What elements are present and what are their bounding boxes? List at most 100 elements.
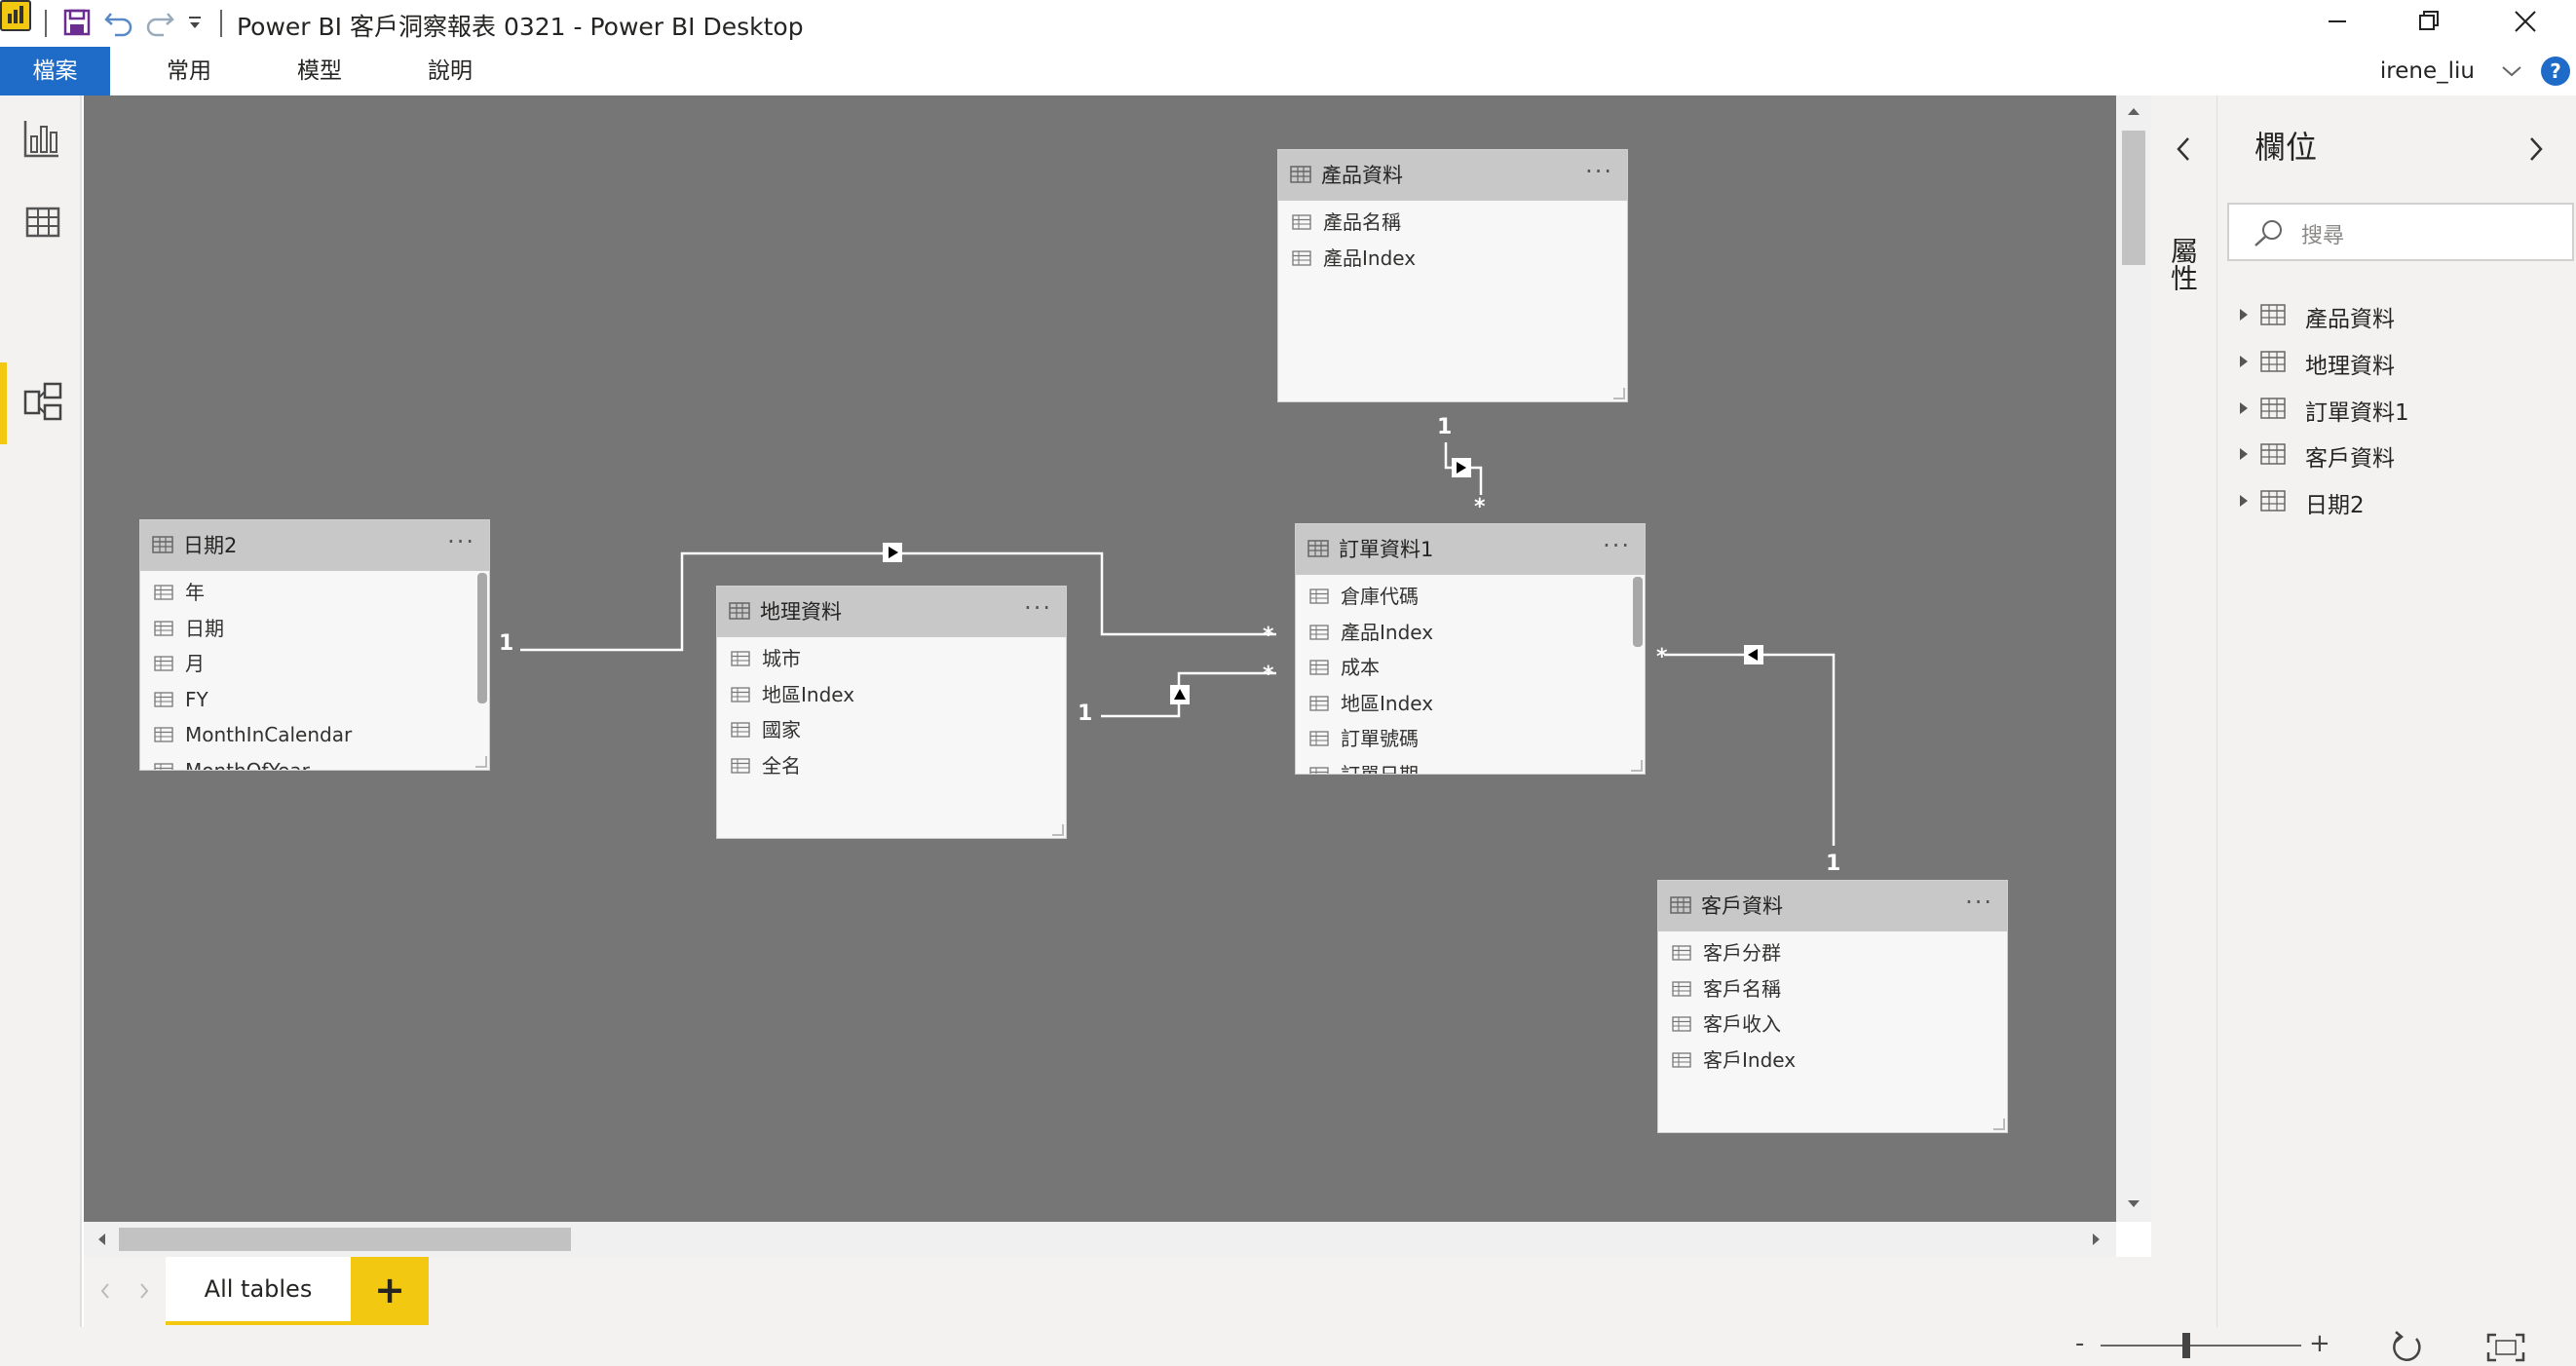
undo-icon[interactable]: [103, 8, 134, 37]
menu-file[interactable]: 檔案: [0, 47, 110, 95]
canvas-horizontal-scrollbar[interactable]: [84, 1222, 2116, 1257]
restore-button[interactable]: [2385, 0, 2473, 47]
vertical-scroll-thumb[interactable]: [2122, 131, 2145, 265]
field-item[interactable]: 成本: [1296, 650, 1631, 686]
customize-quick-access-icon[interactable]: [187, 14, 203, 33]
reset-layout-icon[interactable]: [2387, 1331, 2428, 1364]
close-button[interactable]: [2481, 0, 2568, 47]
table-header[interactable]: 地理資料 ···: [717, 587, 1066, 637]
menu-home[interactable]: 常用: [167, 58, 211, 84]
help-icon[interactable]: ?: [2541, 57, 2570, 86]
minimize-button[interactable]: [2292, 0, 2379, 47]
properties-pane-collapsed[interactable]: 屬性: [2151, 95, 2217, 1327]
field-item[interactable]: 客戶名稱: [1658, 971, 2007, 1007]
table-card-geo[interactable]: 地理資料 ··· 城市 地區Index 國家 全名: [717, 587, 1066, 838]
model-canvas[interactable]: 1 * 1 * 1 * * 1 產品資料 ··· 產品名稱 產品Index 日期…: [84, 95, 2116, 1222]
expand-arrow-icon[interactable]: [2237, 353, 2251, 370]
field-item[interactable]: 全名: [717, 748, 1066, 784]
table-header[interactable]: 客戶資料 ···: [1658, 881, 2007, 931]
scroll-up-icon[interactable]: [2126, 105, 2141, 117]
chevron-right-icon[interactable]: [2525, 134, 2547, 164]
table-card-customer[interactable]: 客戶資料 ··· 客戶分群 客戶名稱 客戶收入 客戶Index: [1658, 881, 2007, 1132]
zoom-slider-thumb[interactable]: [2182, 1333, 2190, 1358]
table-scrollbar[interactable]: [1633, 577, 1643, 647]
field-item[interactable]: 年: [140, 575, 475, 611]
table-scrollbar[interactable]: [477, 573, 487, 703]
data-view-button[interactable]: [0, 181, 82, 263]
field-tree-item[interactable]: 產品資料: [2237, 292, 2568, 337]
more-options-icon[interactable]: ···: [1024, 594, 1052, 622]
scroll-left-icon[interactable]: [95, 1232, 107, 1247]
scroll-right-icon[interactable]: [2091, 1232, 2102, 1247]
redo-icon[interactable]: [144, 8, 175, 37]
search-input[interactable]: 搜尋: [2227, 203, 2574, 261]
expand-arrow-icon[interactable]: [2237, 399, 2251, 417]
table-icon: [729, 602, 750, 620]
field-item[interactable]: MonthOfYear: [140, 753, 475, 770]
more-options-icon[interactable]: ···: [1603, 532, 1631, 559]
menu-modeling[interactable]: 模型: [297, 58, 342, 84]
resize-handle[interactable]: [1993, 1119, 2005, 1130]
chevron-left-icon[interactable]: [2173, 134, 2194, 164]
column-icon: [1292, 249, 1311, 266]
model-view-button[interactable]: [0, 362, 82, 444]
save-icon[interactable]: [62, 8, 92, 37]
expand-arrow-icon[interactable]: [2237, 306, 2251, 323]
field-item[interactable]: 訂單日期: [1296, 757, 1631, 774]
expand-arrow-icon[interactable]: [2237, 492, 2251, 510]
user-name[interactable]: irene_liu: [2379, 58, 2475, 84]
zoom-in-button[interactable]: +: [2309, 1329, 2330, 1358]
field-item[interactable]: 客戶收入: [1658, 1006, 2007, 1043]
cardinality-one: 1: [1437, 415, 1453, 439]
field-tree-item[interactable]: 日期2: [2237, 478, 2568, 523]
relationship-line-customer-orders[interactable]: [1664, 653, 1836, 846]
properties-pane-label[interactable]: 屬性: [2167, 237, 2199, 291]
field-item[interactable]: 客戶Index: [1658, 1043, 2007, 1079]
field-tree-item[interactable]: 地理資料: [2237, 339, 2568, 384]
field-item[interactable]: 日期: [140, 611, 475, 647]
add-layout-button[interactable]: +: [351, 1257, 429, 1325]
tab-scroll-left-icon[interactable]: [99, 1282, 111, 1300]
menu-help[interactable]: 說明: [428, 58, 473, 84]
horizontal-scroll-thumb[interactable]: [119, 1228, 571, 1251]
report-view-button[interactable]: [0, 95, 82, 177]
field-item[interactable]: 產品名稱: [1278, 205, 1627, 241]
more-options-icon[interactable]: ···: [447, 528, 475, 555]
resize-handle[interactable]: [1052, 824, 1064, 836]
tab-all-tables[interactable]: All tables: [166, 1257, 351, 1325]
table-header[interactable]: 產品資料 ···: [1278, 150, 1627, 201]
field-item[interactable]: MonthInCalendar: [140, 717, 475, 753]
field-item[interactable]: 產品Index: [1278, 241, 1627, 277]
more-options-icon[interactable]: ···: [1585, 158, 1613, 185]
expand-arrow-icon[interactable]: [2237, 445, 2251, 463]
resize-handle[interactable]: [475, 756, 487, 768]
zoom-slider-track[interactable]: [2101, 1345, 2301, 1347]
chevron-down-icon[interactable]: [2500, 62, 2523, 80]
table-header[interactable]: 訂單資料1 ···: [1296, 524, 1645, 575]
table-card-product[interactable]: 產品資料 ··· 產品名稱 產品Index: [1278, 150, 1627, 401]
field-item[interactable]: 訂單號碼: [1296, 721, 1631, 757]
fit-to-screen-icon[interactable]: [2486, 1333, 2525, 1362]
resize-handle[interactable]: [1613, 388, 1625, 399]
field-item[interactable]: 國家: [717, 712, 1066, 748]
field-item[interactable]: 地區Index: [1296, 686, 1631, 722]
field-item[interactable]: 客戶分群: [1658, 935, 2007, 971]
canvas-vertical-scrollbar[interactable]: [2116, 95, 2151, 1222]
field-item[interactable]: 地區Index: [717, 677, 1066, 713]
field-tree-item[interactable]: 訂單資料1: [2237, 386, 2568, 431]
field-item[interactable]: 產品Index: [1296, 615, 1631, 651]
scroll-down-icon[interactable]: [2126, 1198, 2141, 1210]
zoom-out-button[interactable]: -: [2075, 1329, 2085, 1358]
table-header[interactable]: 日期2 ···: [140, 520, 489, 571]
field-item[interactable]: 倉庫代碼: [1296, 579, 1631, 615]
resize-handle[interactable]: [1631, 760, 1643, 772]
tab-scroll-right-icon[interactable]: [138, 1282, 150, 1300]
field-item[interactable]: FY: [140, 682, 475, 718]
table-card-orders[interactable]: 訂單資料1 ··· 倉庫代碼 產品Index 成本 地區Index 訂單號碼 訂…: [1296, 524, 1645, 774]
field-item[interactable]: 月: [140, 646, 475, 682]
field-tree-item[interactable]: 客戶資料: [2237, 432, 2568, 476]
table-card-date[interactable]: 日期2 ··· 年 日期 月 FY MonthInCalendar MonthO…: [140, 520, 489, 770]
field-item[interactable]: 城市: [717, 641, 1066, 677]
table-icon: [2260, 398, 2286, 419]
more-options-icon[interactable]: ···: [1965, 889, 1993, 916]
